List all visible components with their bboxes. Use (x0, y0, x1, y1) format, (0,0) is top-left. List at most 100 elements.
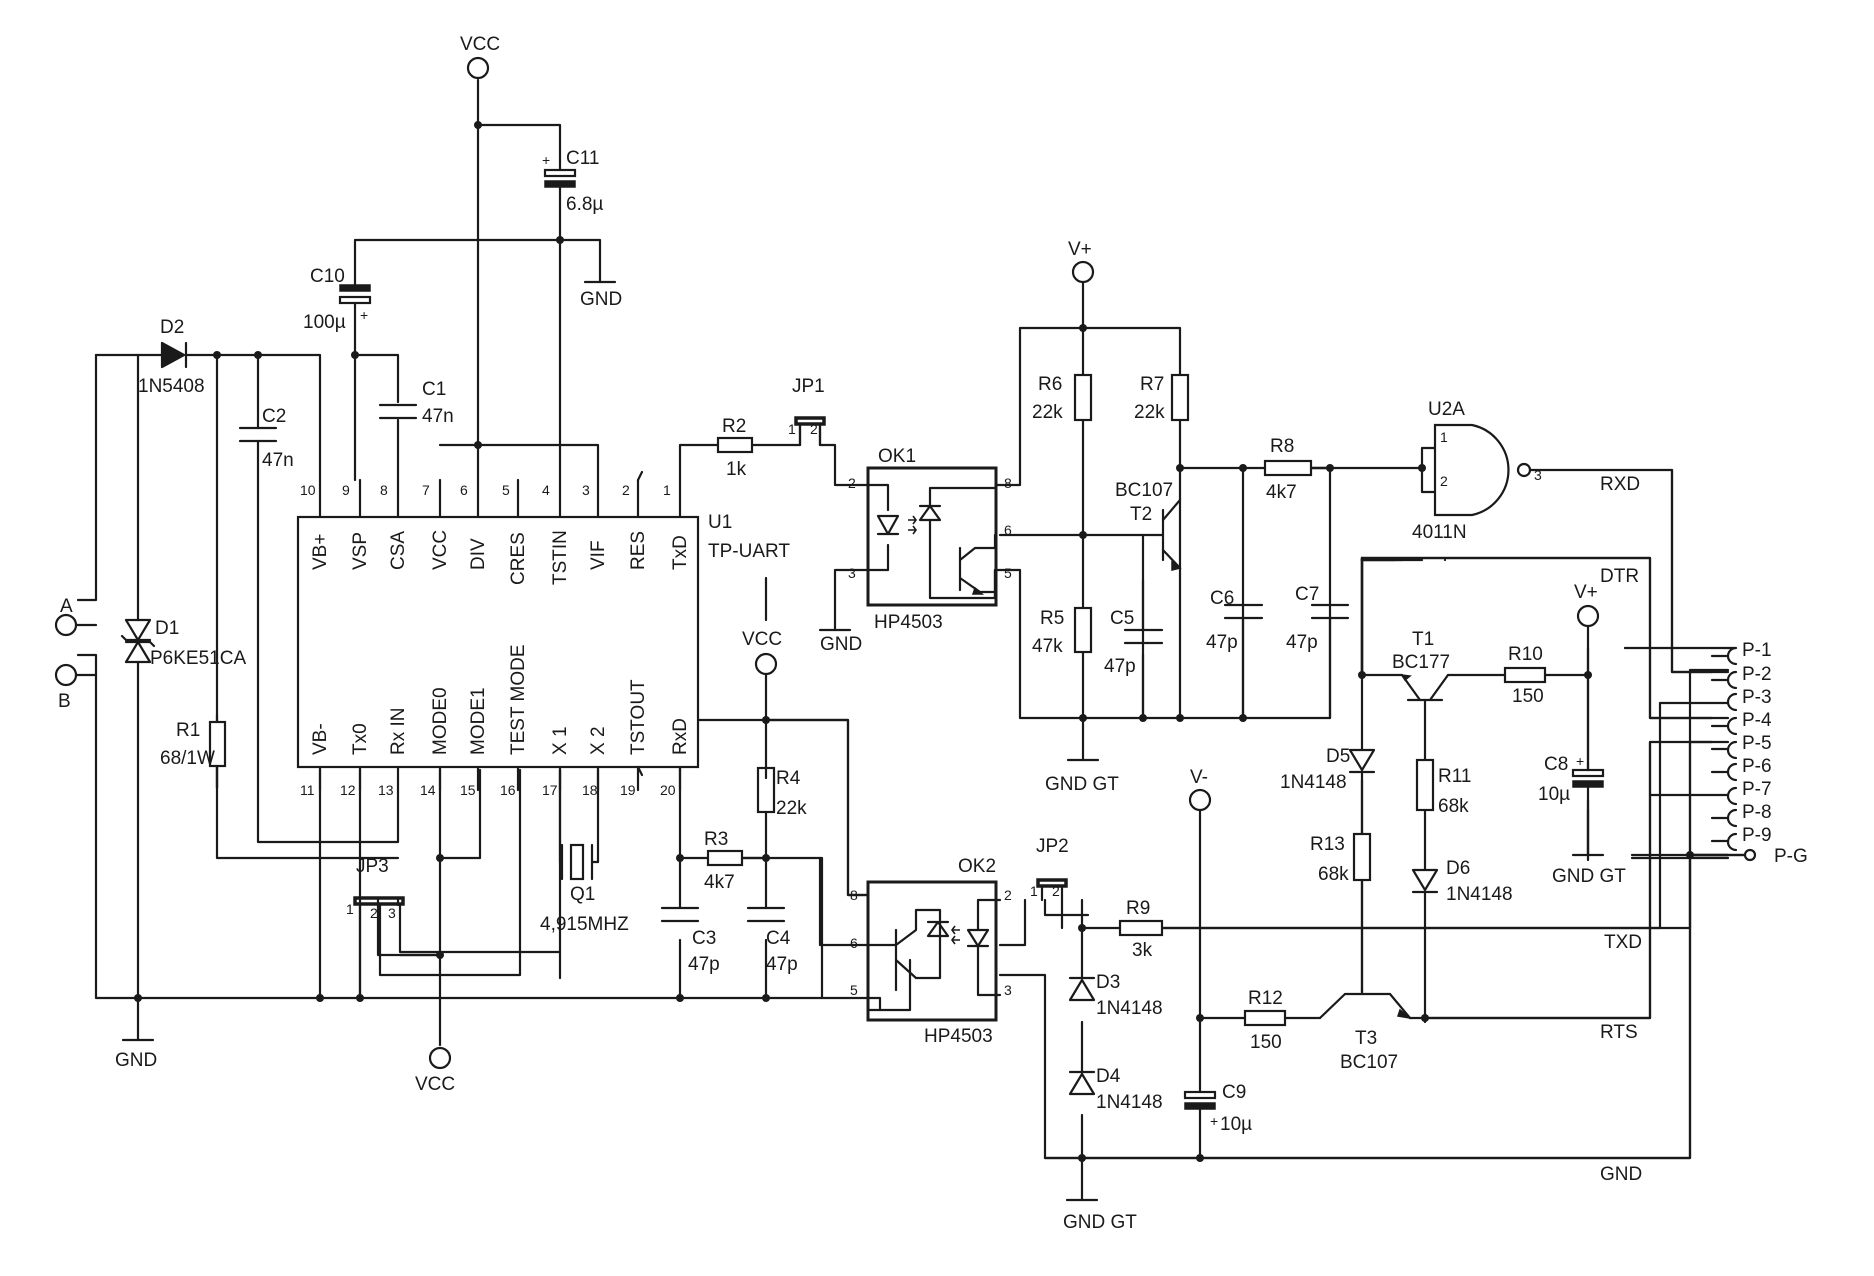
svg-text:V+: V+ (1068, 239, 1092, 260)
svg-text:2: 2 (370, 905, 378, 921)
svg-text:1N4148: 1N4148 (1096, 998, 1163, 1019)
ok2-optocoupler: OK2 HP4503 8 6 5 2 3 (850, 856, 1012, 1047)
svg-text:1N4148: 1N4148 (1446, 884, 1513, 905)
svg-text:1: 1 (346, 901, 354, 917)
svg-text:R11: R11 (1438, 766, 1471, 787)
u1-top-pins: 10 9 8 7 6 5 4 3 2 1 (300, 470, 682, 519)
svg-text:68k: 68k (1318, 864, 1349, 885)
svg-text:MODE0: MODE0 (430, 687, 451, 755)
svg-text:6: 6 (850, 935, 858, 951)
svg-text:CSA: CSA (388, 531, 409, 570)
r4-ok2-wire (764, 718, 870, 897)
svg-text:D6: D6 (1446, 858, 1470, 879)
r8-resistor: R8 4k7 (1263, 436, 1313, 503)
svg-text:R1: R1 (176, 720, 200, 741)
svg-text:R7: R7 (1140, 374, 1164, 395)
power-symbols: VCC GND GND VCC GND VCC V+ GND GT (115, 34, 1626, 1233)
svg-text:Tx0: Tx0 (350, 723, 371, 755)
svg-text:2: 2 (1004, 887, 1012, 903)
svg-text:CRES: CRES (508, 532, 529, 585)
svg-text:9: 9 (342, 482, 350, 498)
terminal-b: B (54, 663, 98, 712)
connector-pin-8: P-8 (1726, 802, 1772, 828)
t2-transistor: BC107 T2 (1115, 480, 1182, 571)
svg-text:GND GT: GND GT (1552, 866, 1626, 887)
svg-text:5: 5 (502, 482, 510, 498)
svg-text:D4: D4 (1096, 1066, 1121, 1087)
svg-text:3: 3 (388, 905, 396, 921)
svg-text:D3: D3 (1096, 972, 1120, 993)
svg-text:3k: 3k (1132, 940, 1153, 961)
t1-transistor: T1 BC177 (1392, 629, 1450, 702)
svg-text:3: 3 (582, 482, 590, 498)
svg-text:47k: 47k (1032, 636, 1063, 657)
d2-diode: D2 1N5408 (138, 317, 205, 397)
sub-d9-connector: P-1 P-2 P-3 P-4 P-5 P-6 P-7 P-8 P-9 P-G (1710, 640, 1808, 867)
svg-text:GND GT: GND GT (1063, 1212, 1137, 1233)
svg-text:4011N: 4011N (1412, 522, 1467, 543)
svg-text:RXD: RXD (1600, 474, 1640, 495)
r5-resistor: R5 47k (1032, 606, 1093, 657)
r12-resistor: R12 150 (1243, 988, 1287, 1053)
u1-tp-uart: U1 TP-UART 10 9 8 7 6 5 4 3 2 1 VB+ VSP … (296, 470, 790, 798)
u1-top-pin-names: VB+ VSP CSA VCC DIV CRES TSTIN VIF RES T… (310, 530, 691, 585)
svg-text:Q1: Q1 (570, 884, 595, 905)
svg-text:TxD: TxD (670, 535, 691, 570)
c4-capacitor: C4 47p (746, 906, 798, 975)
svg-text:P-8: P-8 (1742, 802, 1772, 823)
svg-text:1N4148: 1N4148 (1280, 772, 1347, 793)
svg-text:68/1W: 68/1W (160, 748, 215, 769)
svg-text:P-7: P-7 (1742, 779, 1772, 800)
c3-capacitor: C3 47p (660, 906, 720, 975)
svg-text:R13: R13 (1310, 834, 1345, 855)
c2-capacitor: C2 47n (238, 406, 294, 471)
svg-text:TSTIN: TSTIN (550, 530, 571, 585)
svg-text:R3: R3 (704, 829, 728, 850)
svg-text:C1: C1 (422, 379, 446, 400)
vminus-terminal: V- (1188, 767, 1212, 812)
svg-text:1: 1 (788, 421, 796, 437)
svg-text:R8: R8 (1270, 436, 1294, 457)
svg-text:47p: 47p (688, 954, 720, 975)
svg-text:+: + (1210, 1113, 1218, 1129)
r7-resistor: R7 22k (1134, 373, 1190, 423)
svg-text:47n: 47n (262, 450, 294, 471)
svg-text:47p: 47p (1104, 656, 1136, 677)
svg-text:BC177: BC177 (1392, 652, 1450, 673)
svg-text:OK1: OK1 (878, 446, 916, 467)
svg-text:P-2: P-2 (1742, 664, 1772, 685)
svg-text:C11: C11 (566, 148, 599, 169)
svg-text:X 1: X 1 (550, 726, 571, 755)
svg-text:BC107: BC107 (1340, 1052, 1398, 1073)
svg-text:3: 3 (848, 565, 856, 581)
connector-pin-7: P-7 (1726, 779, 1772, 806)
u1-bottom-pins: 11 12 13 14 15 16 17 18 19 20 (300, 765, 682, 798)
svg-text:V+: V+ (1574, 582, 1598, 603)
svg-text:14: 14 (420, 782, 436, 798)
d3-diode: D3 1N4148 (1068, 972, 1163, 1019)
svg-text:R9: R9 (1126, 898, 1150, 919)
vcc-bottom-terminal: VCC (415, 1046, 455, 1095)
connector-pin-9: P-9 (1726, 825, 1772, 852)
svg-text:C6: C6 (1210, 588, 1234, 609)
svg-text:C3: C3 (692, 928, 716, 949)
svg-text:D5: D5 (1326, 746, 1350, 767)
svg-text:4,915MHZ: 4,915MHZ (540, 914, 629, 935)
gnd-ok1: GND (818, 628, 862, 655)
r13-resistor: R13 68k (1310, 832, 1372, 885)
svg-text:4: 4 (542, 482, 550, 498)
svg-text:17: 17 (542, 782, 558, 798)
svg-text:P-1: P-1 (1742, 640, 1772, 661)
svg-text:R12: R12 (1248, 988, 1283, 1009)
svg-text:C2: C2 (262, 406, 286, 427)
svg-text:P-G: P-G (1774, 846, 1808, 867)
svg-text:150: 150 (1250, 1032, 1282, 1053)
svg-text:5: 5 (1004, 565, 1012, 581)
svg-text:8: 8 (1004, 475, 1012, 491)
d1-tvs-diode: D1 P6KE51CA (120, 618, 246, 669)
svg-text:+: + (542, 152, 550, 168)
c9-capacitor: C9 + 10µ (1183, 1082, 1252, 1135)
svg-text:T3: T3 (1355, 1028, 1377, 1049)
gndgt-c8: GND GT (1552, 853, 1626, 887)
svg-text:1: 1 (1030, 883, 1038, 899)
